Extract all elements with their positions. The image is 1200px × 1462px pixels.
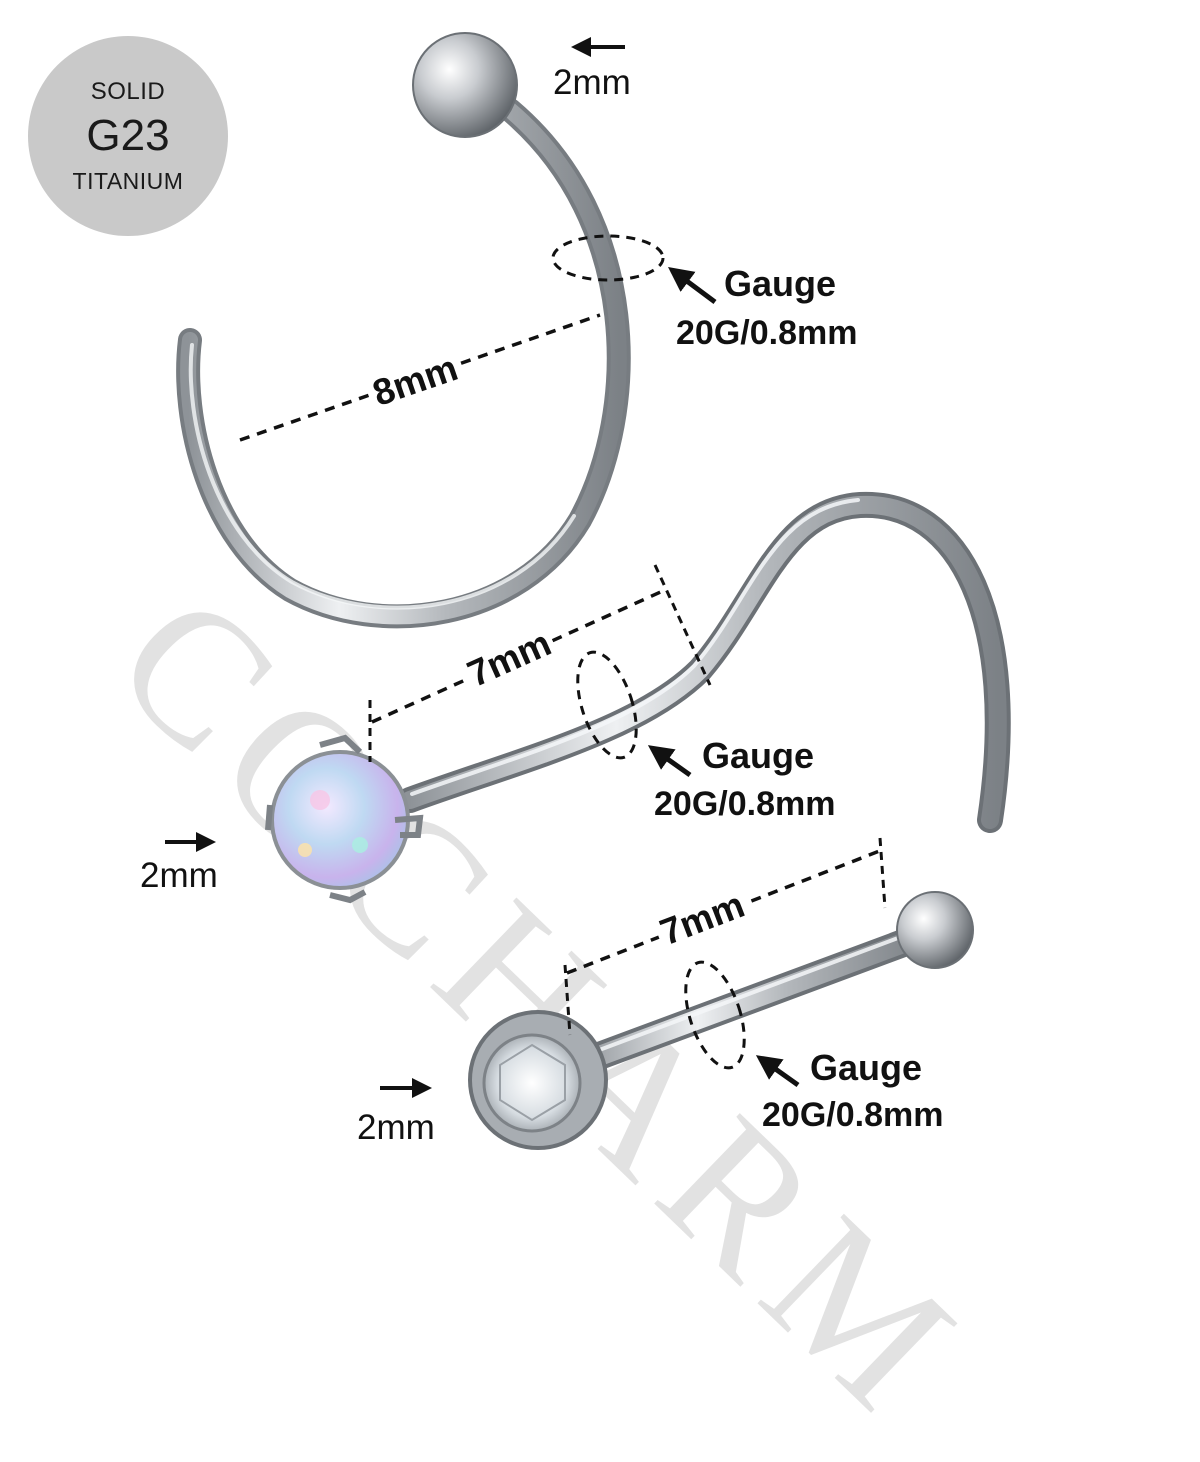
bone-gauge-value: 20G/0.8mm xyxy=(762,1096,944,1134)
nose-bone xyxy=(380,837,974,1150)
bone-gauge-ring xyxy=(684,960,746,1070)
hoop-ball xyxy=(412,32,518,138)
nose-hoop xyxy=(176,32,717,629)
hoop-gauge-value: 20G/0.8mm xyxy=(676,314,858,352)
screw-gauge-ring xyxy=(576,650,638,760)
nose-screw xyxy=(165,491,1011,904)
badge-line2: G23 xyxy=(86,110,170,160)
hoop-ball-size: 2mm xyxy=(553,63,631,102)
bone-gauge-title: Gauge xyxy=(810,1047,923,1088)
bone-gauge-arrow xyxy=(755,1055,800,1088)
bone-ball xyxy=(896,891,974,969)
screw-gauge-value: 20G/0.8mm xyxy=(654,785,836,823)
opal-stone xyxy=(270,750,410,890)
hoop-diameter-line xyxy=(239,313,601,442)
screw-gauge-arrow xyxy=(647,745,692,778)
screw-gauge-title: Gauge xyxy=(702,735,815,776)
bone-stone-size: 2mm xyxy=(357,1108,435,1147)
badge-line3: TITANIUM xyxy=(72,167,184,194)
hoop-gauge-ring xyxy=(551,234,665,282)
badge-line1: SOLID xyxy=(90,77,166,105)
hoop-gauge-title: Gauge xyxy=(724,263,837,304)
hoop-gauge-arrow xyxy=(667,267,717,305)
bone-length-bracket xyxy=(563,964,572,1036)
screw-stone-size: 2mm xyxy=(140,856,218,895)
jewelry-illustration xyxy=(165,32,1011,1150)
product-image: COCHARM xyxy=(28,32,1011,1459)
material-badge: SOLID G23 TITANIUM xyxy=(28,36,228,236)
